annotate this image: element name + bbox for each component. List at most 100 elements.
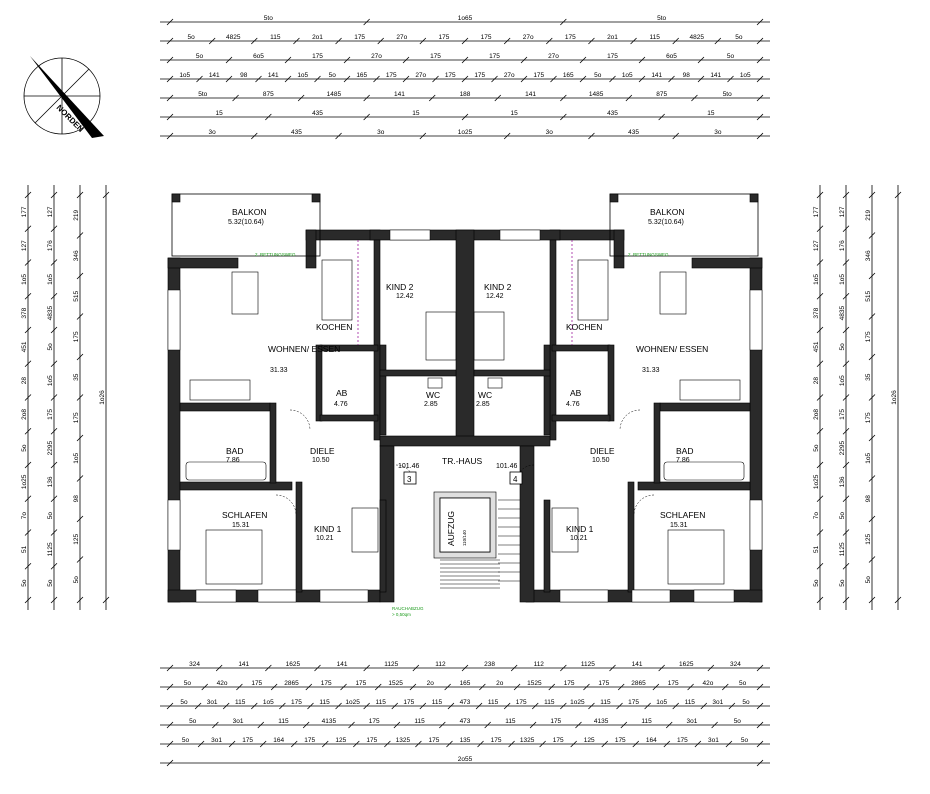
dim-bottom-label: 125 xyxy=(584,737,595,744)
dim-top-tick xyxy=(314,75,321,83)
dim-bottom-tick xyxy=(617,683,625,691)
stair-level-left: 101.46 xyxy=(398,463,420,470)
dim-top-tick xyxy=(335,37,342,45)
dim-bottom-label: 5o xyxy=(180,699,188,706)
dim-bottom-label: 3o1 xyxy=(233,718,244,725)
dim-right-label: 5o xyxy=(813,579,820,587)
dim-right-label: 7o xyxy=(813,512,820,520)
dim-right-tick xyxy=(842,225,850,233)
stair-label: TR.-HAUS xyxy=(442,456,482,466)
dim-bottom-label: 238 xyxy=(484,661,495,668)
dim-right-label: 1o5 xyxy=(865,452,872,463)
dim-right-tick xyxy=(842,427,850,435)
dim-bottom-label: 5o xyxy=(184,680,192,687)
dim-top-label: 15 xyxy=(412,110,420,117)
dim-bottom-tick xyxy=(652,683,660,691)
dim-right-tick xyxy=(842,495,850,503)
north-arrow: NORDEN xyxy=(23,56,104,138)
dim-top-label: 15 xyxy=(511,110,519,117)
dim-right-label: 346 xyxy=(865,250,872,261)
dim-top-tick xyxy=(625,94,633,102)
dim-left-label: 5o xyxy=(73,576,80,584)
dim-right-label: 1o25 xyxy=(813,474,820,489)
dim-right-tick xyxy=(816,562,824,570)
dim-bottom-label: 175 xyxy=(369,718,380,725)
dim-right-label: 1o5 xyxy=(839,274,846,285)
dim-top-tick xyxy=(363,18,370,26)
dim-top-label: 175 xyxy=(481,34,492,41)
dim-right-tick xyxy=(868,232,876,239)
room-kind2-left-name: KIND 2 xyxy=(386,282,414,292)
dim-bottom-tick xyxy=(419,702,427,710)
lift-label: AUFZUG xyxy=(446,511,456,546)
room-ab-right-name: AB xyxy=(570,388,582,398)
dim-right-label: 5o xyxy=(865,576,872,584)
dim-bottom-tick xyxy=(166,702,174,710)
dim-top-tick xyxy=(668,75,675,83)
dim-right-tick xyxy=(868,272,876,280)
room-kind2-right-area: 12.42 xyxy=(486,293,504,300)
dim-right-tick xyxy=(816,427,824,435)
dim-right-tick xyxy=(842,596,850,604)
dim-top-label: 1o5 xyxy=(179,72,190,79)
dim-left-label: 98 xyxy=(73,495,80,503)
dim-right-label: 98 xyxy=(865,495,872,503)
dim-top-tick xyxy=(343,75,351,83)
dim-top-label: 1o5 xyxy=(740,72,751,79)
balcony-left-outline xyxy=(171,193,321,257)
dim-top-tick xyxy=(166,94,174,102)
dim-bottom-tick xyxy=(601,740,609,748)
dim-bottom-tick xyxy=(728,702,736,710)
bathtub-left xyxy=(185,461,267,481)
dim-bottom-tick xyxy=(439,721,446,729)
dim-left-label: 175 xyxy=(47,409,54,420)
dim-right-label: 127 xyxy=(813,240,820,251)
dim-left-tick xyxy=(50,360,58,368)
dim-bottom-tick xyxy=(461,664,469,672)
dim-top-label: 875 xyxy=(263,91,274,98)
room-balkon-right-name: BALKON xyxy=(650,207,685,217)
dim-right-label: 28 xyxy=(813,377,820,385)
dim-right-tick xyxy=(816,326,824,334)
dim-top-tick xyxy=(638,75,646,83)
dim-top-tick xyxy=(363,94,370,102)
dim-bottom-label: 2865 xyxy=(631,680,646,687)
dim-top-label: 141 xyxy=(268,72,279,79)
dim-top-tick xyxy=(756,94,764,102)
dim-left-label: 346 xyxy=(73,250,80,261)
dim-bottom-tick xyxy=(166,759,174,767)
dim-bottom-tick xyxy=(290,740,298,748)
dim-left-label: 127 xyxy=(21,240,28,251)
lift-size: 110/140 xyxy=(462,530,467,546)
dim-top-label: 175 xyxy=(607,53,618,60)
dim-left-label: 1o5 xyxy=(47,375,54,386)
dim-top-tick xyxy=(166,56,174,64)
dim-bottom-tick xyxy=(531,702,539,710)
dim-bottom-label: 115 xyxy=(685,699,696,706)
dim-bottom-label: 1125 xyxy=(384,661,398,668)
dim-left-label: 5o xyxy=(47,512,54,520)
dim-bottom-tick xyxy=(444,683,451,691)
dim-bottom-tick xyxy=(477,740,484,748)
dim-bottom-tick xyxy=(257,721,265,729)
dim-top-tick xyxy=(166,113,174,121)
dim-bottom-label: 175 xyxy=(564,680,575,687)
dim-bottom-label: 115 xyxy=(432,699,443,706)
dim-bottom-tick xyxy=(307,702,314,710)
dim-top-label: 15 xyxy=(216,110,224,117)
dim-top-label: 27o xyxy=(548,53,559,60)
dim-top-label: 1o25 xyxy=(458,129,473,136)
dim-bottom-tick xyxy=(548,683,556,691)
dim-bottom-tick xyxy=(756,664,764,672)
dim-bottom-label: 1o5 xyxy=(656,699,667,706)
dim-left-tick xyxy=(24,427,32,435)
dim-left-label: 378 xyxy=(21,307,28,318)
dim-bottom-label: 5o xyxy=(742,699,750,706)
dim-left-tick xyxy=(50,495,58,503)
dim-bottom-label: 3o1 xyxy=(207,699,218,706)
dim-bottom-label: 3o1 xyxy=(211,737,222,744)
dim-bottom-label: 175 xyxy=(516,699,527,706)
dim-left-label: 5o xyxy=(47,343,54,351)
dim-bottom-tick xyxy=(644,702,651,710)
dim-left-tick xyxy=(24,596,32,604)
